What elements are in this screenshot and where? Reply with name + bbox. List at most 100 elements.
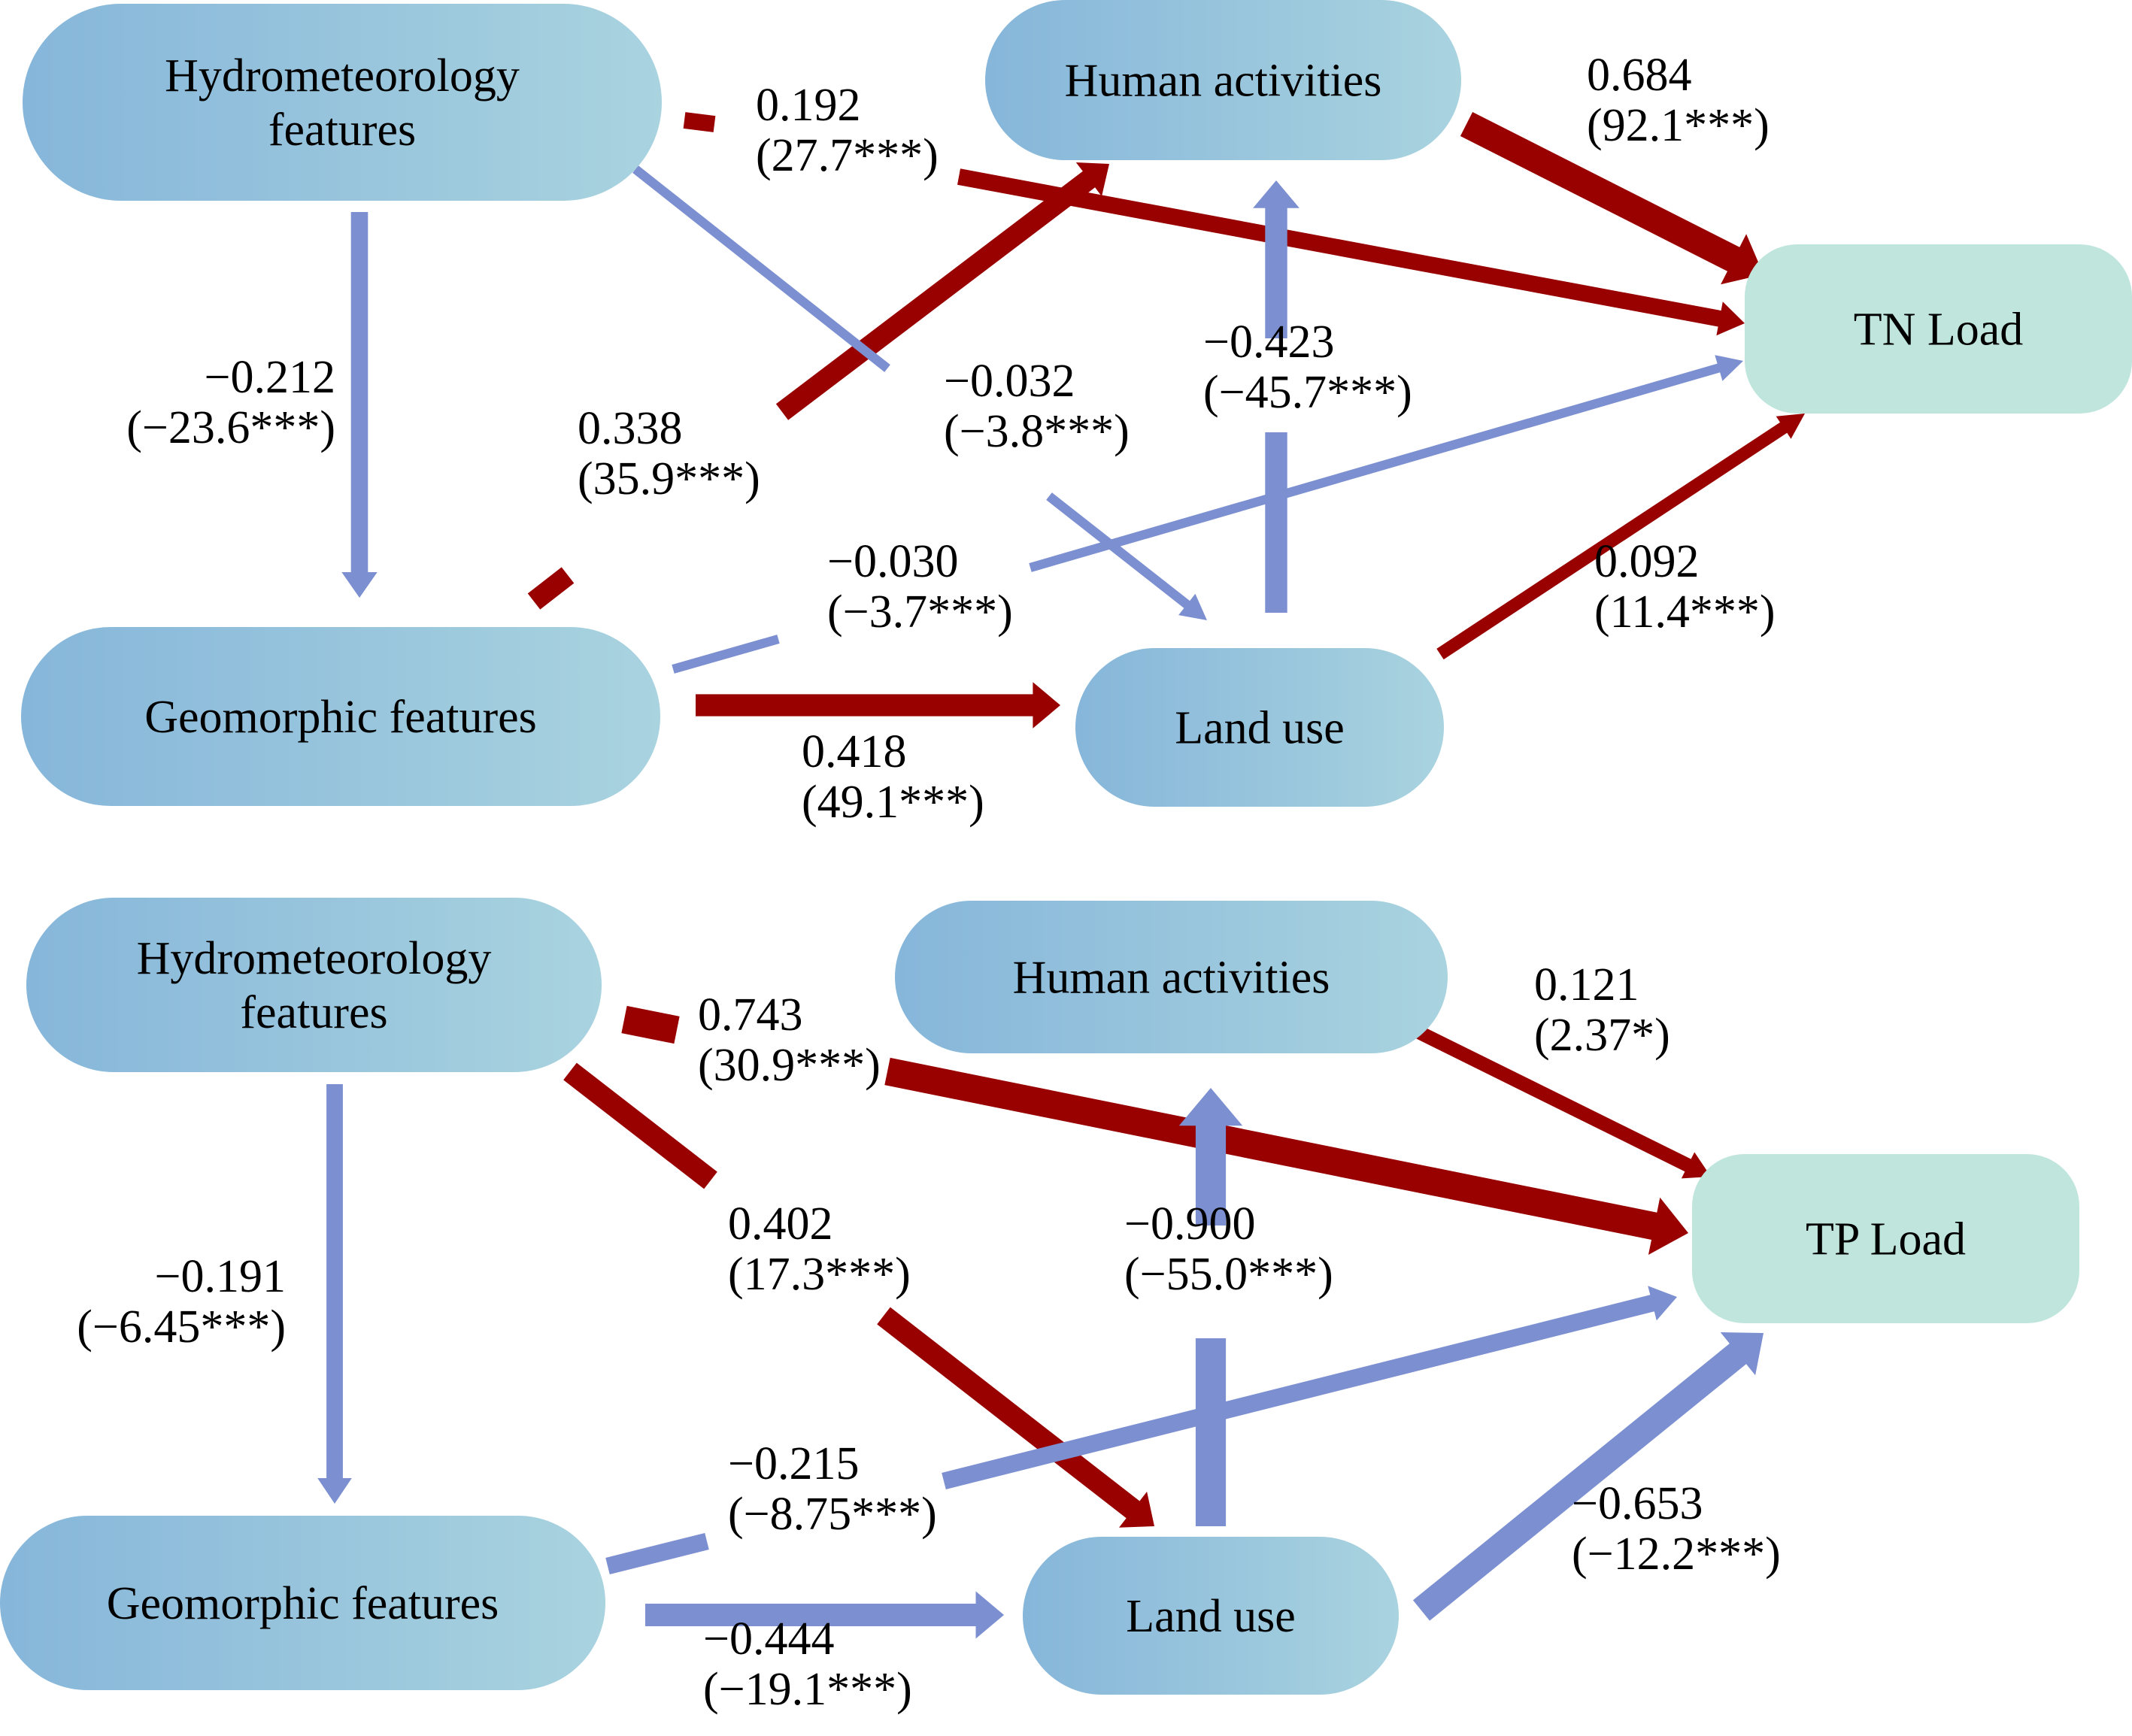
coefficient-value: −0.653 xyxy=(1572,1478,1703,1529)
node-label: TP Load xyxy=(1806,1214,1966,1265)
path-arrow-human-to-outcome-head xyxy=(1460,112,1764,285)
path-arrow-land-to-outcome-head xyxy=(1412,1332,1764,1621)
node-shape xyxy=(895,901,1448,1053)
coefficient-label: 0.743(30.9***) xyxy=(698,989,881,1091)
coefficient-t-value: (92.1***) xyxy=(1587,100,1770,151)
coefficient-value: −0.030 xyxy=(827,536,958,587)
node-shape xyxy=(0,1516,605,1690)
node-land: Land use xyxy=(1075,648,1444,807)
coefficient-label: −0.191(−6.45***) xyxy=(77,1251,286,1353)
path-arrow-hydro-to-geo-head xyxy=(317,1084,352,1504)
path-arrow-human-to-outcome xyxy=(1414,1025,1711,1179)
coefficient-label: 0.092(11.4***) xyxy=(1594,536,1776,638)
path-arrow-hydro-to-land-tail xyxy=(632,165,890,372)
coefficient-value: 0.121 xyxy=(1534,959,1639,1010)
node-shape xyxy=(1692,1154,2079,1323)
coefficient-label: −0.900(−55.0***) xyxy=(1124,1198,1333,1300)
coefficient-value: 0.192 xyxy=(756,80,861,131)
coefficient-value: 0.418 xyxy=(802,726,907,777)
node-label: TN Load xyxy=(1854,304,2024,356)
path-arrow-hydro-to-land-head xyxy=(1046,492,1207,620)
coefficient-label: −0.444(−19.1***) xyxy=(703,1613,912,1715)
node-label: Geomorphic features xyxy=(107,1578,499,1629)
path-arrow-hydro-to-geo xyxy=(317,1084,352,1504)
coefficient-value: 0.684 xyxy=(1587,50,1692,101)
node-label: Human activities xyxy=(1013,953,1330,1004)
coefficient-label: 0.418(49.1***) xyxy=(802,726,984,828)
node-label: features xyxy=(268,105,416,156)
coefficient-label: 0.684(92.1***) xyxy=(1587,50,1770,151)
coefficient-value: −0.444 xyxy=(703,1613,834,1665)
path-arrow-hydro-to-outcome-head xyxy=(884,1057,1688,1255)
coefficient-t-value: (49.1***) xyxy=(802,777,984,828)
path-arrow-geo-to-outcome xyxy=(672,355,1743,674)
coefficient-label: −0.423(−45.7***) xyxy=(1203,317,1412,418)
coefficient-value: 0.338 xyxy=(578,403,683,454)
coefficient-label: 0.402(17.3***) xyxy=(728,1198,911,1300)
path-arrow-land-to-human-head xyxy=(1178,1088,1243,1226)
arrows-layer xyxy=(317,112,1805,1639)
node-shape xyxy=(1745,244,2132,414)
node-shape xyxy=(1023,1537,1399,1695)
coefficient-t-value: (−6.45***) xyxy=(77,1301,286,1353)
coefficient-t-value: (−45.7***) xyxy=(1203,367,1412,418)
node-label: Land use xyxy=(1126,1591,1296,1642)
node-shape xyxy=(1075,648,1444,807)
path-arrow-hydro-to-land xyxy=(563,1062,1154,1528)
coefficient-labels-layer: 0.192(27.7***) 0.684(92.1***) −0.212(−23.6… xyxy=(77,50,1781,1715)
path-arrow-geo-to-outcome-tail xyxy=(672,635,780,674)
coefficient-value: 0.743 xyxy=(698,989,803,1041)
coefficient-label: 0.192(27.7***) xyxy=(756,80,939,181)
path-arrow-hydro-to-land-head xyxy=(877,1307,1154,1528)
node-shape xyxy=(21,627,660,806)
path-arrow-hydro-to-land-tail xyxy=(563,1062,717,1189)
path-arrow-land-to-human-head xyxy=(1253,180,1300,338)
path-arrow-geo-to-land-head xyxy=(645,1591,1004,1639)
coefficient-t-value: (−19.1***) xyxy=(703,1664,912,1715)
path-arrow-geo-to-land xyxy=(645,1591,1004,1639)
node-shape xyxy=(23,4,662,201)
coefficient-label: 0.338(35.9***) xyxy=(578,403,760,504)
coefficient-t-value: (30.9***) xyxy=(698,1040,881,1091)
path-arrow-hydro-to-outcome-tail xyxy=(683,112,716,132)
node-geo: Geomorphic features xyxy=(0,1516,605,1690)
coefficient-value: −0.191 xyxy=(155,1251,286,1302)
path-arrow-human-to-outcome-head xyxy=(1414,1025,1711,1179)
path-arrow-geo-to-land xyxy=(696,682,1060,729)
coefficient-value: −0.423 xyxy=(1203,317,1334,368)
path-arrow-hydro-to-outcome xyxy=(621,1005,1688,1255)
path-arrow-land-to-outcome xyxy=(1412,1332,1764,1621)
path-arrow-geo-to-human-head xyxy=(775,162,1109,420)
node-label: Hydrometeorology xyxy=(137,933,492,984)
coefficient-label: −0.212(−23.6***) xyxy=(126,352,335,453)
node-shape xyxy=(26,898,602,1072)
coefficient-label: −0.032(−3.8***) xyxy=(944,356,1130,457)
coefficient-label: 0.121(2.37*) xyxy=(1534,959,1670,1061)
path-arrow-geo-to-land-head xyxy=(696,682,1060,729)
node-label: Human activities xyxy=(1065,56,1382,107)
coefficient-label: −0.030(−3.7***) xyxy=(827,536,1013,638)
coefficient-value: −0.032 xyxy=(944,356,1075,407)
coefficient-t-value: (−23.6***) xyxy=(126,402,335,453)
path-arrow-land-to-outcome-head xyxy=(1436,414,1805,660)
node-human: Human activities xyxy=(895,901,1448,1053)
node-geo: Geomorphic features xyxy=(21,627,660,806)
coefficient-t-value: (−55.0***) xyxy=(1124,1249,1333,1300)
coefficient-t-value: (17.3***) xyxy=(728,1249,911,1300)
coefficient-t-value: (27.7***) xyxy=(756,130,939,181)
coefficient-value: 0.402 xyxy=(728,1198,833,1250)
path-arrow-hydro-to-land xyxy=(632,165,1207,620)
node-label: Hydrometeorology xyxy=(165,50,520,101)
path-arrow-geo-to-outcome-head xyxy=(1029,355,1743,572)
path-arrow-geo-to-outcome-head xyxy=(942,1286,1677,1489)
coefficient-t-value: (−3.7***) xyxy=(827,586,1013,638)
path-arrow-hydro-to-outcome xyxy=(683,112,1745,336)
node-shape xyxy=(985,0,1461,160)
path-arrow-hydro-to-geo xyxy=(341,212,378,598)
path-arrow-human-to-outcome xyxy=(1460,112,1764,285)
node-label: features xyxy=(240,987,387,1038)
